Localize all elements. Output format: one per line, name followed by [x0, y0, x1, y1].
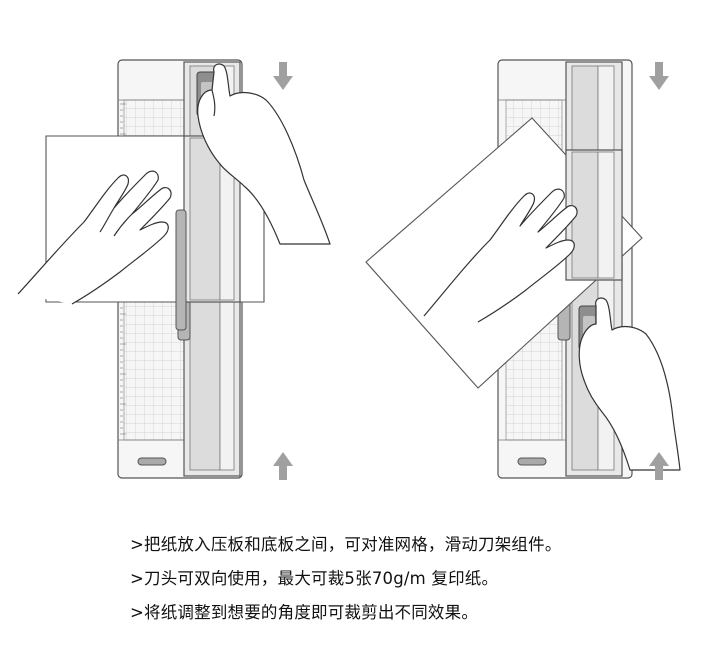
- caption-line-3: >将纸调整到想要的角度即可裁剪出不同效果。: [130, 603, 479, 622]
- arrow-up-icon: [649, 452, 669, 480]
- arrow-up-icon: [273, 452, 293, 480]
- caption-line-1: >把纸放入压板和底板之间，可对准网格，滑动刀架组件。: [130, 535, 562, 554]
- instruction-captions: >把纸放入压板和底板之间，可对准网格，滑动刀架组件。 >刀头可双向使用，最大可裁…: [130, 528, 710, 630]
- hand-icon: [197, 63, 331, 245]
- illustration-angled-cut: [360, 0, 720, 520]
- caption-line-2: >刀头可双向使用，最大可裁5张70g/m 复印纸。: [130, 569, 499, 588]
- base-handle-slot: [517, 457, 547, 466]
- hand-icon: [17, 170, 172, 305]
- illustration-straight-cut: [0, 0, 360, 520]
- arrow-down-icon: [273, 62, 293, 90]
- arrow-down-icon: [649, 62, 669, 90]
- hand-icon: [423, 188, 578, 323]
- hand-icon: [578, 297, 681, 471]
- base-handle-slot: [137, 457, 167, 466]
